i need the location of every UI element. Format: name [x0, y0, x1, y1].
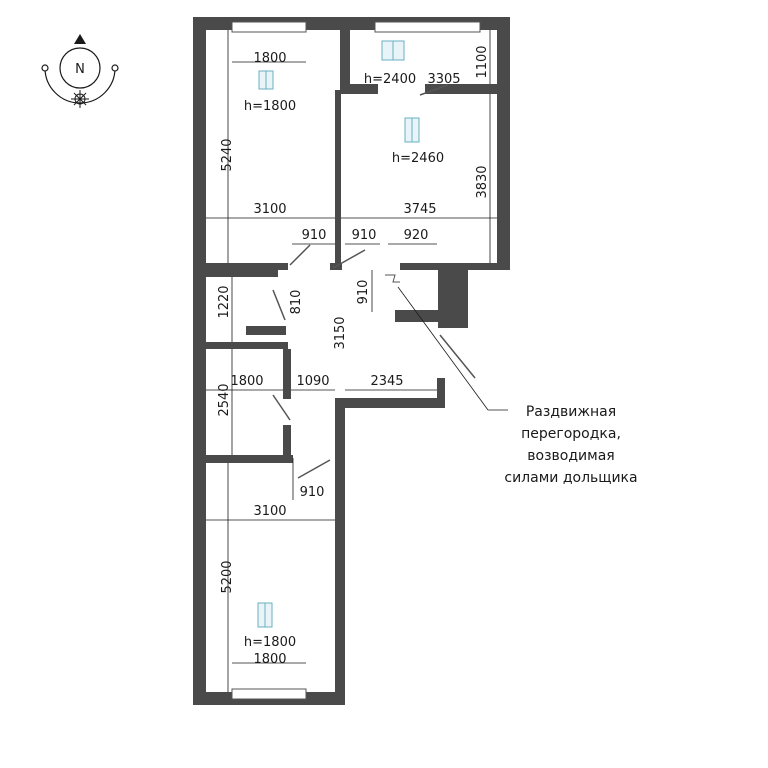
partition-symbol [385, 274, 400, 283]
compass-circle [59, 47, 101, 89]
door-swing [289, 244, 311, 266]
walls [193, 17, 510, 705]
room1-window [231, 21, 307, 33]
annotation-line: силами дольщика [504, 470, 637, 486]
balcony-window [374, 21, 481, 33]
annotation-leader [397, 286, 489, 411]
balcony-window-height: h=2400 [364, 72, 416, 87]
room2-window [231, 688, 307, 700]
hall-width-label: 2345 [370, 374, 403, 389]
north-arrow-icon [74, 34, 86, 44]
door-width-label: 910 [300, 485, 325, 500]
bath-length-label: 1220 [217, 285, 232, 318]
door-swing [332, 249, 366, 269]
room2-depth-label: 3100 [253, 504, 286, 519]
doors [272, 84, 476, 479]
kitchen-window-height: h=2460 [392, 151, 444, 166]
door-width-label: 920 [404, 228, 429, 243]
door-swing [297, 459, 331, 479]
balcony-depth-label: 1100 [475, 45, 490, 78]
door-swing [272, 394, 291, 421]
wc-width-label: 1800 [230, 374, 263, 389]
door-width-label: 910 [352, 228, 377, 243]
dimension-lines [206, 30, 497, 692]
door-width-label: 910 [356, 280, 371, 305]
balcony-width-label: 3305 [427, 72, 460, 87]
annotation-line: перегородка, [521, 426, 621, 442]
room1-width-label: 1800 [253, 51, 286, 66]
door-width-label: 910 [302, 228, 327, 243]
sliding-partition [439, 334, 476, 379]
room2-window-height: h=1800 [244, 635, 296, 650]
dimension-labels: 1800 h=1800 5240 3100 h=2400 3305 1100 h… [217, 45, 490, 667]
sun-icon [71, 90, 89, 108]
compass-rose: N [41, 34, 119, 108]
wc-length-label: 2540 [217, 383, 232, 416]
north-label: N [75, 62, 85, 77]
kitchen-width-label: 3745 [403, 202, 436, 217]
room1-depth-label: 3100 [253, 202, 286, 217]
door-swing [272, 289, 286, 321]
room1-window-height: h=1800 [244, 99, 296, 114]
room2-width-label: 1800 [253, 652, 286, 667]
room2-length-label: 5200 [220, 560, 235, 593]
kitchen-length-label: 3830 [475, 165, 490, 198]
hall-width-label: 1090 [296, 374, 329, 389]
windows [231, 21, 481, 700]
annotation-line: Раздвижная [526, 404, 616, 420]
hall-length-label: 3150 [333, 316, 348, 349]
bath-door-label: 810 [289, 290, 304, 315]
partition-annotation: Раздвижная перегородка, возводимая силам… [488, 404, 638, 486]
annotation-line: возводимая [527, 448, 614, 464]
room1-length-label: 5240 [220, 138, 235, 171]
door-swing [419, 84, 449, 96]
